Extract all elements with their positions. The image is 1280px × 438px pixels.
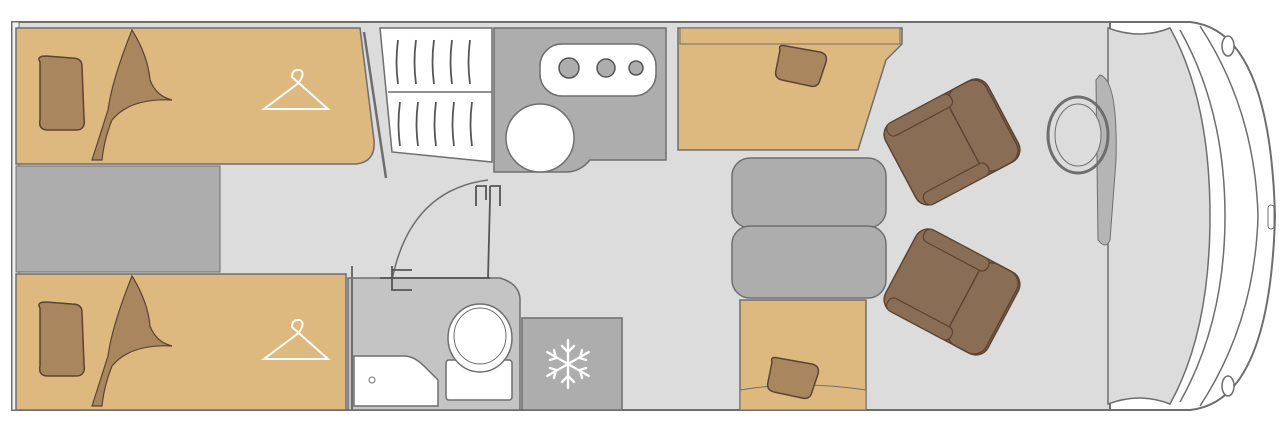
toilet-seat xyxy=(453,307,507,365)
shower-drain xyxy=(368,376,376,384)
blanket-fold xyxy=(91,274,173,407)
bathroom-door-swing xyxy=(391,179,489,281)
side-sofa xyxy=(677,27,903,151)
bathroom xyxy=(347,179,521,411)
dash-vent xyxy=(1267,204,1275,230)
mirror-bottom xyxy=(1221,375,1235,397)
pillow-icon xyxy=(38,301,86,377)
burner-medium xyxy=(596,58,616,78)
rear-bed-top xyxy=(15,27,375,165)
snowflake-icon xyxy=(546,338,590,390)
dinette-seat-back xyxy=(731,157,887,229)
dinette xyxy=(731,157,887,299)
steering-wheel-icon xyxy=(1046,95,1110,175)
pillow-icon xyxy=(38,55,86,131)
blanket-fold xyxy=(91,28,173,161)
rear-bed-bottom xyxy=(15,273,347,411)
dash-panel xyxy=(1095,74,1117,246)
rear-storage xyxy=(15,165,221,273)
fridge xyxy=(521,317,623,411)
kitchen xyxy=(493,27,667,173)
door-handles xyxy=(380,185,501,291)
sink xyxy=(505,103,575,173)
burner-large xyxy=(558,57,580,79)
front-bench xyxy=(739,299,867,411)
mirror-top xyxy=(1221,35,1235,57)
cab-seat-icon xyxy=(883,78,1021,206)
hanger-icon xyxy=(261,68,331,110)
dinette-seat-front xyxy=(731,225,887,299)
dashboard xyxy=(1107,26,1211,406)
burner-small xyxy=(628,60,644,76)
windshield-line-outer xyxy=(1199,25,1259,407)
shower-tray xyxy=(353,355,439,407)
wardrobe-hangers xyxy=(395,39,473,147)
windshield-line xyxy=(1179,29,1226,403)
cab-seat-icon xyxy=(883,228,1021,356)
cab xyxy=(1046,21,1277,411)
pillow-icon xyxy=(766,356,820,400)
pillow-icon xyxy=(774,44,828,88)
wardrobe xyxy=(362,27,493,179)
hanger-icon xyxy=(261,318,331,360)
